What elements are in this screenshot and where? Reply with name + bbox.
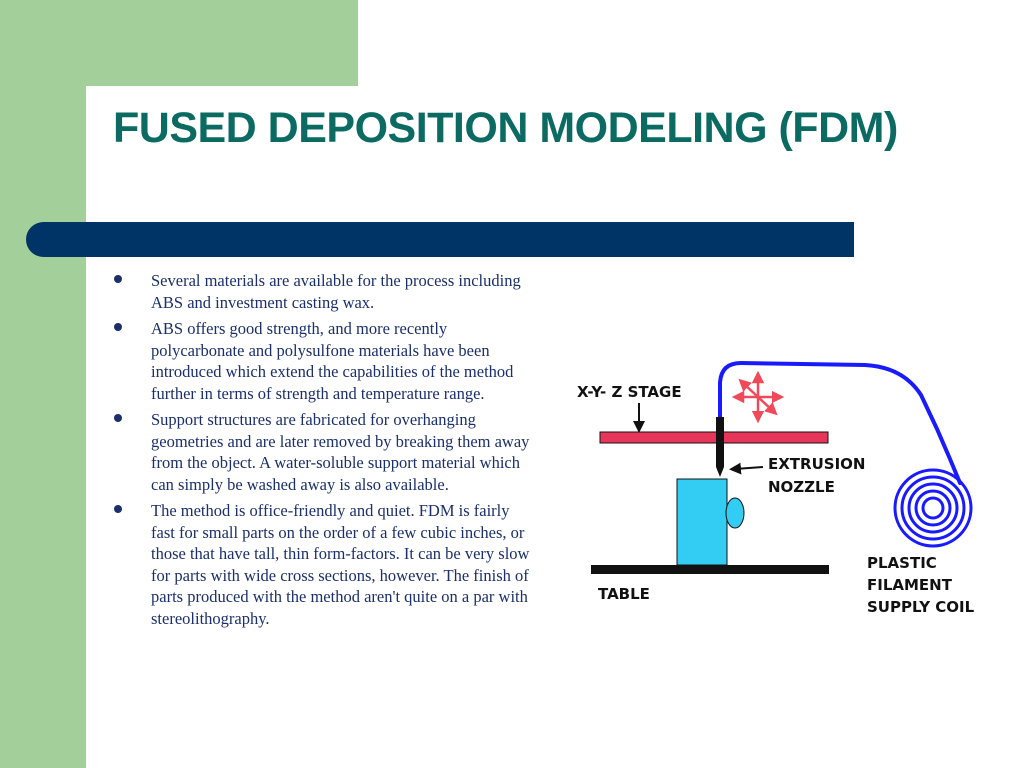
build-part <box>676 478 728 566</box>
background-green-top <box>0 0 358 86</box>
filament-line <box>718 360 962 485</box>
filament-supply-coil <box>893 468 973 548</box>
build-table <box>591 565 829 574</box>
bullet-dot-icon <box>114 275 122 283</box>
bullet-item: ABS offers good strength, and more recen… <box>112 318 532 404</box>
bullet-item: Support structures are fabricated for ov… <box>112 409 532 495</box>
extrusion-nozzle <box>716 417 724 467</box>
bullet-item: The method is office-friendly and quiet.… <box>112 500 532 629</box>
bullet-dot-icon <box>114 323 122 331</box>
xyz-stage-bar <box>599 431 829 444</box>
part-feature <box>725 497 745 529</box>
bullet-dot-icon <box>114 414 122 422</box>
coil-label-line3: SUPPLY COIL <box>867 598 975 616</box>
bullet-text: ABS offers good strength, and more recen… <box>151 319 514 403</box>
stage-label: X-Y- Z STAGE <box>577 383 682 401</box>
bullet-text: The method is office-friendly and quiet.… <box>151 501 530 628</box>
nozzle-label-arrow <box>729 462 764 475</box>
title-underline-bar <box>26 222 854 257</box>
xyz-stage-arrows-icon <box>731 370 785 424</box>
nozzle-label-line1: EXTRUSION <box>768 455 865 473</box>
nozzle-label-line2: NOZZLE <box>768 478 835 496</box>
bullet-dot-icon <box>114 505 122 513</box>
content-panel <box>86 86 1024 768</box>
bullet-text: Several materials are available for the … <box>151 271 521 312</box>
fdm-diagram: X-Y- Z STAGE EXTRUSION NOZZLE TABLE PLAS… <box>577 360 975 616</box>
coil-label-line2: FILAMENT <box>867 576 953 594</box>
slide-title: FUSED DEPOSITION MODELING (FDM) <box>113 104 898 152</box>
table-label: TABLE <box>598 585 650 603</box>
bullet-text: Support structures are fabricated for ov… <box>151 410 530 494</box>
bullet-item: Several materials are available for the … <box>112 270 532 313</box>
extrusion-nozzle-tip <box>716 467 724 477</box>
bullet-list: Several materials are available for the … <box>112 270 532 634</box>
coil-label-line1: PLASTIC <box>867 554 937 572</box>
background-green-left <box>0 0 86 768</box>
